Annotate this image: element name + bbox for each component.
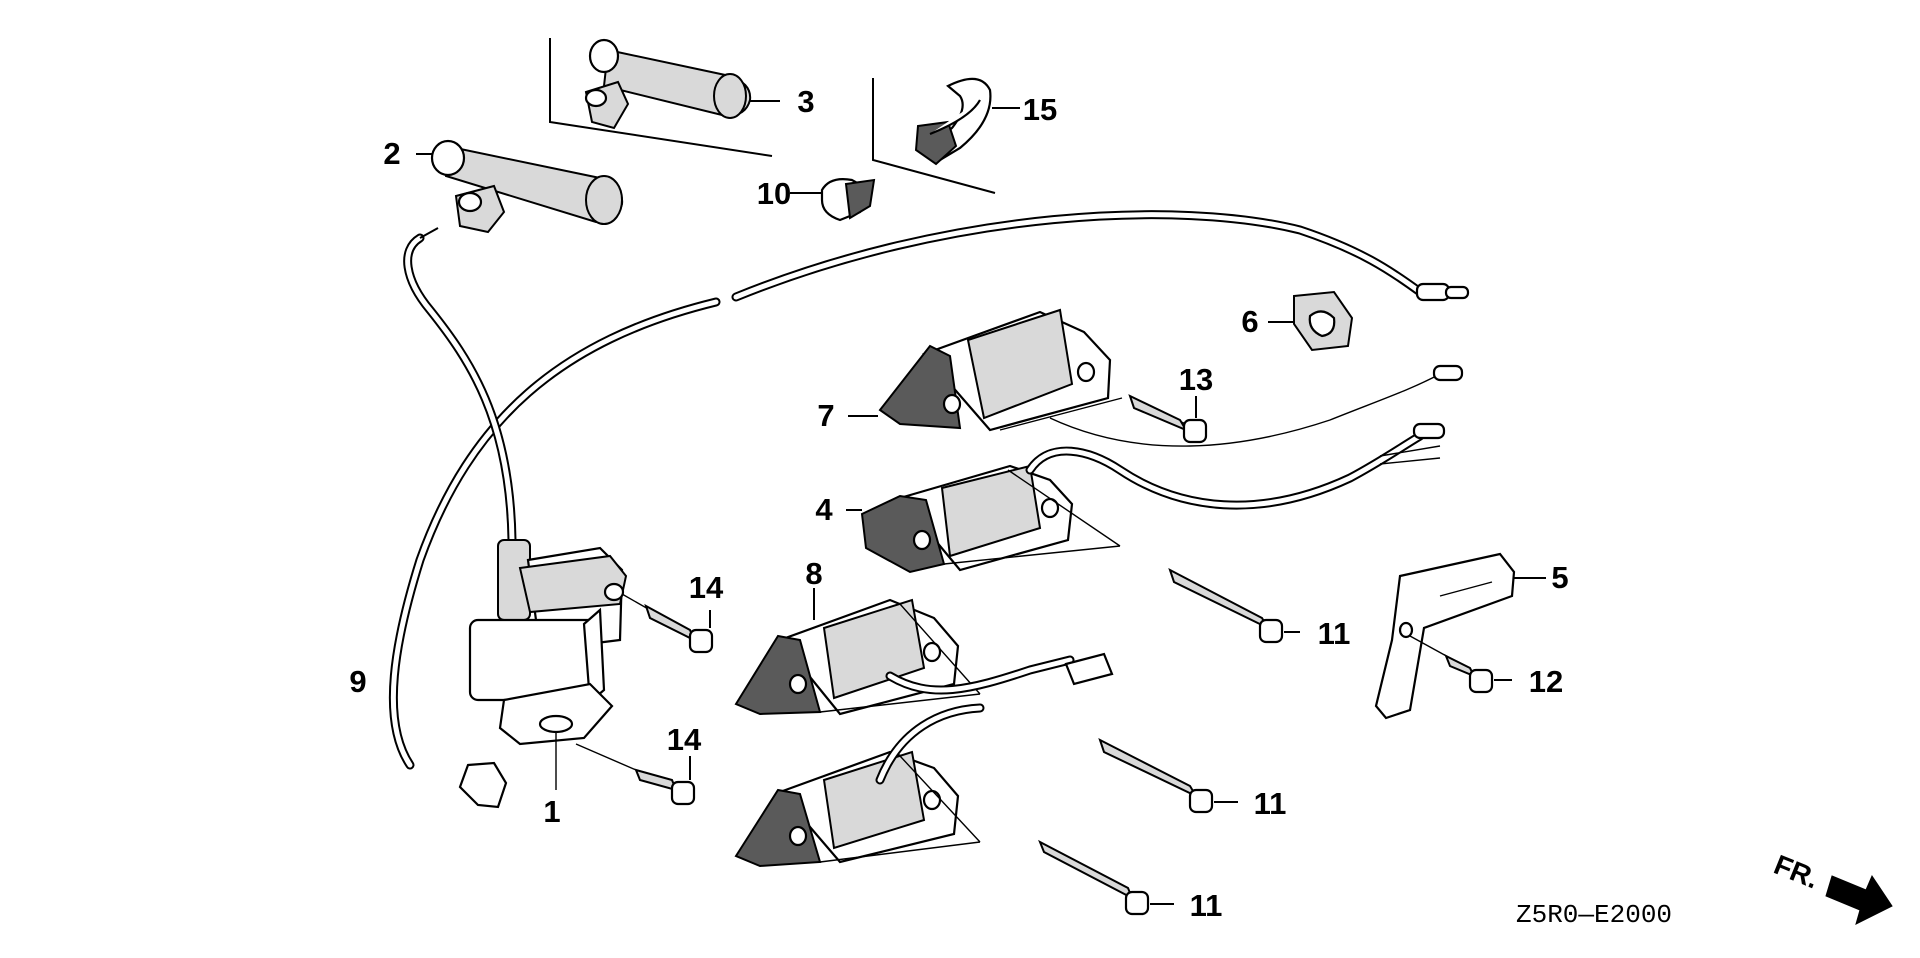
ignition-coil-1 — [403, 227, 628, 790]
exciter-coil-7 — [848, 308, 1464, 447]
plug-cap-2 — [416, 139, 624, 234]
callout-10: 10 — [757, 176, 791, 211]
charge-coil-4 — [846, 422, 1446, 574]
callout-1: 1 — [543, 794, 560, 829]
bolt-11-lower — [1038, 839, 1174, 916]
wire-clamp-10 — [790, 178, 876, 222]
callout-14-upper: 14 — [689, 570, 724, 605]
callout-13: 13 — [1179, 362, 1213, 397]
callout-6: 6 — [1241, 304, 1258, 339]
bracket-5 — [1374, 552, 1546, 720]
bolt-14-upper — [621, 593, 714, 654]
callout-8: 8 — [805, 556, 822, 591]
callout-11-middle: 11 — [1254, 786, 1287, 821]
front-label: FR. — [1770, 849, 1823, 895]
wire-clamp-15 — [914, 77, 1020, 166]
callout-4: 4 — [815, 492, 833, 527]
front-direction-indicator: FR. — [1770, 849, 1893, 925]
callout-11-lower: 11 — [1190, 888, 1223, 923]
callout-7: 7 — [817, 398, 834, 433]
front-arrow-icon — [1825, 874, 1893, 925]
callout-11-upper: 11 — [1318, 616, 1351, 651]
coil-8 — [734, 588, 1114, 716]
wire-9 — [388, 210, 1470, 809]
bolt-12 — [1409, 635, 1512, 694]
callout-14-lower: 14 — [667, 722, 702, 757]
coil-lower — [734, 703, 985, 868]
grommet-6 — [1268, 290, 1354, 352]
bracket-group-3 — [549, 38, 773, 157]
callout-5: 5 — [1551, 560, 1568, 595]
diagram-code: Z5R0—E2000 — [1516, 900, 1672, 930]
callout-12: 12 — [1529, 664, 1563, 699]
bolt-14-lower — [575, 743, 696, 806]
callout-3: 3 — [797, 84, 814, 119]
bolt-11-middle — [1098, 737, 1238, 814]
bolt-13 — [1128, 394, 1208, 444]
bolt-11-upper — [1168, 567, 1300, 644]
ground-terminal — [458, 761, 508, 809]
plug-cap-3 — [584, 38, 780, 130]
callout-15: 15 — [1023, 92, 1057, 127]
callout-9: 9 — [349, 664, 366, 699]
callout-2: 2 — [383, 136, 400, 171]
bracket-group-15 — [872, 78, 996, 194]
